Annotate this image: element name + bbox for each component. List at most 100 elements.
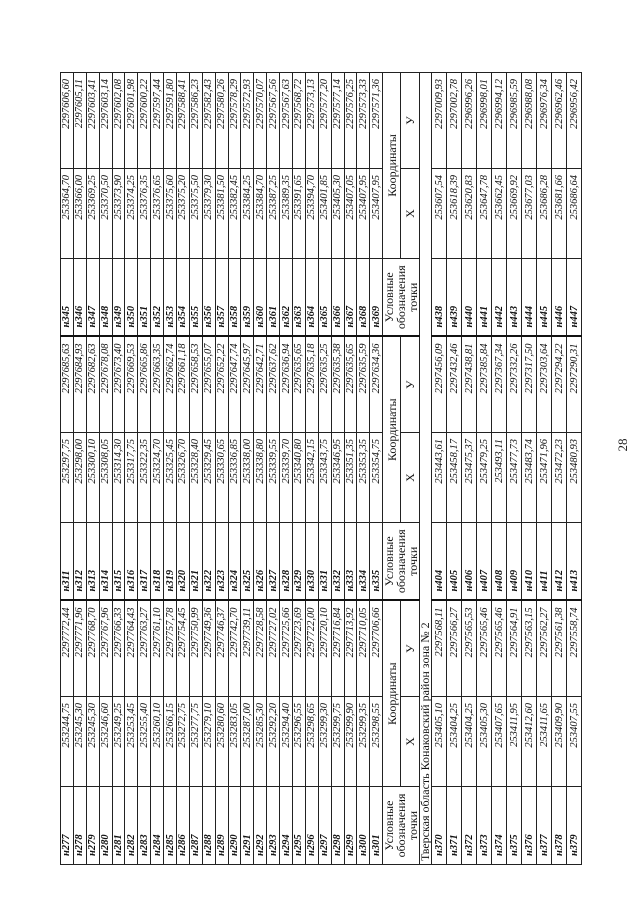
point-id: н323	[215, 522, 229, 601]
point-id: н367	[344, 258, 357, 337]
point-id: н411	[536, 522, 552, 601]
coord-y: 2297662,74	[163, 336, 177, 433]
coord-x: 253405,30	[331, 168, 345, 259]
page-number: 28	[615, 438, 630, 452]
coord-x: 253662,45	[491, 168, 507, 259]
coord-x: 253369,25	[86, 168, 100, 259]
coord-x: 253379,30	[202, 168, 216, 259]
point-id: н324	[228, 522, 241, 601]
coord-x: 253384,70	[253, 168, 267, 259]
coord-x: 253297,75	[60, 432, 74, 523]
point-id: н294	[279, 786, 293, 865]
point-id: н286	[176, 786, 190, 865]
coord-x: 253373,90	[112, 168, 125, 259]
coord-x: 253394,70	[305, 168, 319, 259]
coord-y: 2297766,33	[112, 600, 125, 697]
coord-y: 2297564,91	[506, 600, 522, 697]
coord-y: 2297757,78	[163, 600, 177, 697]
coord-y: 2297002,78	[446, 72, 462, 169]
coord-x: 253317,75	[124, 432, 138, 523]
coord-x: 253647,78	[476, 168, 492, 259]
point-id: н293	[266, 786, 280, 865]
coord-x: 253325,45	[163, 432, 177, 523]
point-id: н285	[163, 786, 177, 865]
coord-y: 2297669,53	[124, 336, 138, 433]
coord-y: 2297750,99	[189, 600, 203, 697]
coord-x: 253329,45	[202, 432, 216, 523]
coord-x: 253245,30	[73, 696, 87, 787]
coord-x: 253411,65	[536, 696, 552, 787]
coord-x: 253246,60	[99, 696, 113, 787]
coord-y: 2297725,66	[279, 600, 293, 697]
coord-y: 2296988,08	[521, 72, 537, 169]
coord-y: 2297385,84	[476, 336, 492, 433]
point-id: н333	[344, 522, 357, 601]
point-id: н332	[331, 522, 345, 601]
coord-x: 253340,80	[292, 432, 306, 523]
coord-x: 253443,61	[431, 432, 447, 523]
point-id: н368	[356, 258, 370, 337]
coord-y: 2297635,18	[305, 336, 319, 433]
coord-x: 253618,39	[446, 168, 462, 259]
coord-y: 2297602,08	[112, 72, 125, 169]
point-id: н335	[369, 522, 383, 601]
coord-y: 2297009,93	[431, 72, 447, 169]
coord-x: 253338,00	[240, 432, 254, 523]
coord-x: 253382,45	[228, 168, 241, 259]
coord-x: 253249,25	[112, 696, 125, 787]
point-id: н349	[112, 258, 125, 337]
coord-y: 2297739,11	[240, 600, 254, 697]
point-id: н447	[566, 258, 582, 337]
coord-x: 253404,25	[461, 696, 477, 787]
point-id: н377	[536, 786, 552, 865]
point-id: н321	[189, 522, 203, 601]
coord-x: 253339,55	[266, 432, 280, 523]
coord-x: 253299,90	[344, 696, 357, 787]
coord-x: 253299,35	[356, 696, 370, 787]
coordinates-header: Координаты	[382, 72, 401, 259]
point-id: н311	[60, 522, 74, 601]
coord-y: 2297634,36	[369, 336, 383, 433]
coord-x: 253245,30	[86, 696, 100, 787]
coord-y: 2297565,46	[476, 600, 492, 697]
coord-x: 253343,75	[318, 432, 332, 523]
coord-x: 253330,65	[215, 432, 229, 523]
coord-y: 2297568,11	[431, 600, 447, 697]
point-id: н362	[279, 258, 293, 337]
coord-x: 253299,30	[318, 696, 332, 787]
point-id: н327	[266, 522, 280, 601]
coord-x: 253322,35	[137, 432, 151, 523]
coord-y: 2297673,40	[112, 336, 125, 433]
coord-x: 253686,64	[566, 168, 582, 259]
point-id: н326	[253, 522, 267, 601]
coord-x: 253280,60	[215, 696, 229, 787]
coord-x: 253287,00	[240, 696, 254, 787]
coord-x: 253351,35	[344, 432, 357, 523]
coord-x: 253493,11	[491, 432, 507, 523]
point-id: н443	[506, 258, 522, 337]
point-id: н363	[292, 258, 306, 337]
coord-x: 253346,95	[331, 432, 345, 523]
point-id: н292	[253, 786, 267, 865]
coord-y: 2297652,22	[215, 336, 229, 433]
coord-y: 2297565,46	[491, 600, 507, 697]
point-id: н374	[491, 786, 507, 865]
point-id: н444	[521, 258, 537, 337]
point-id: н407	[476, 522, 492, 601]
